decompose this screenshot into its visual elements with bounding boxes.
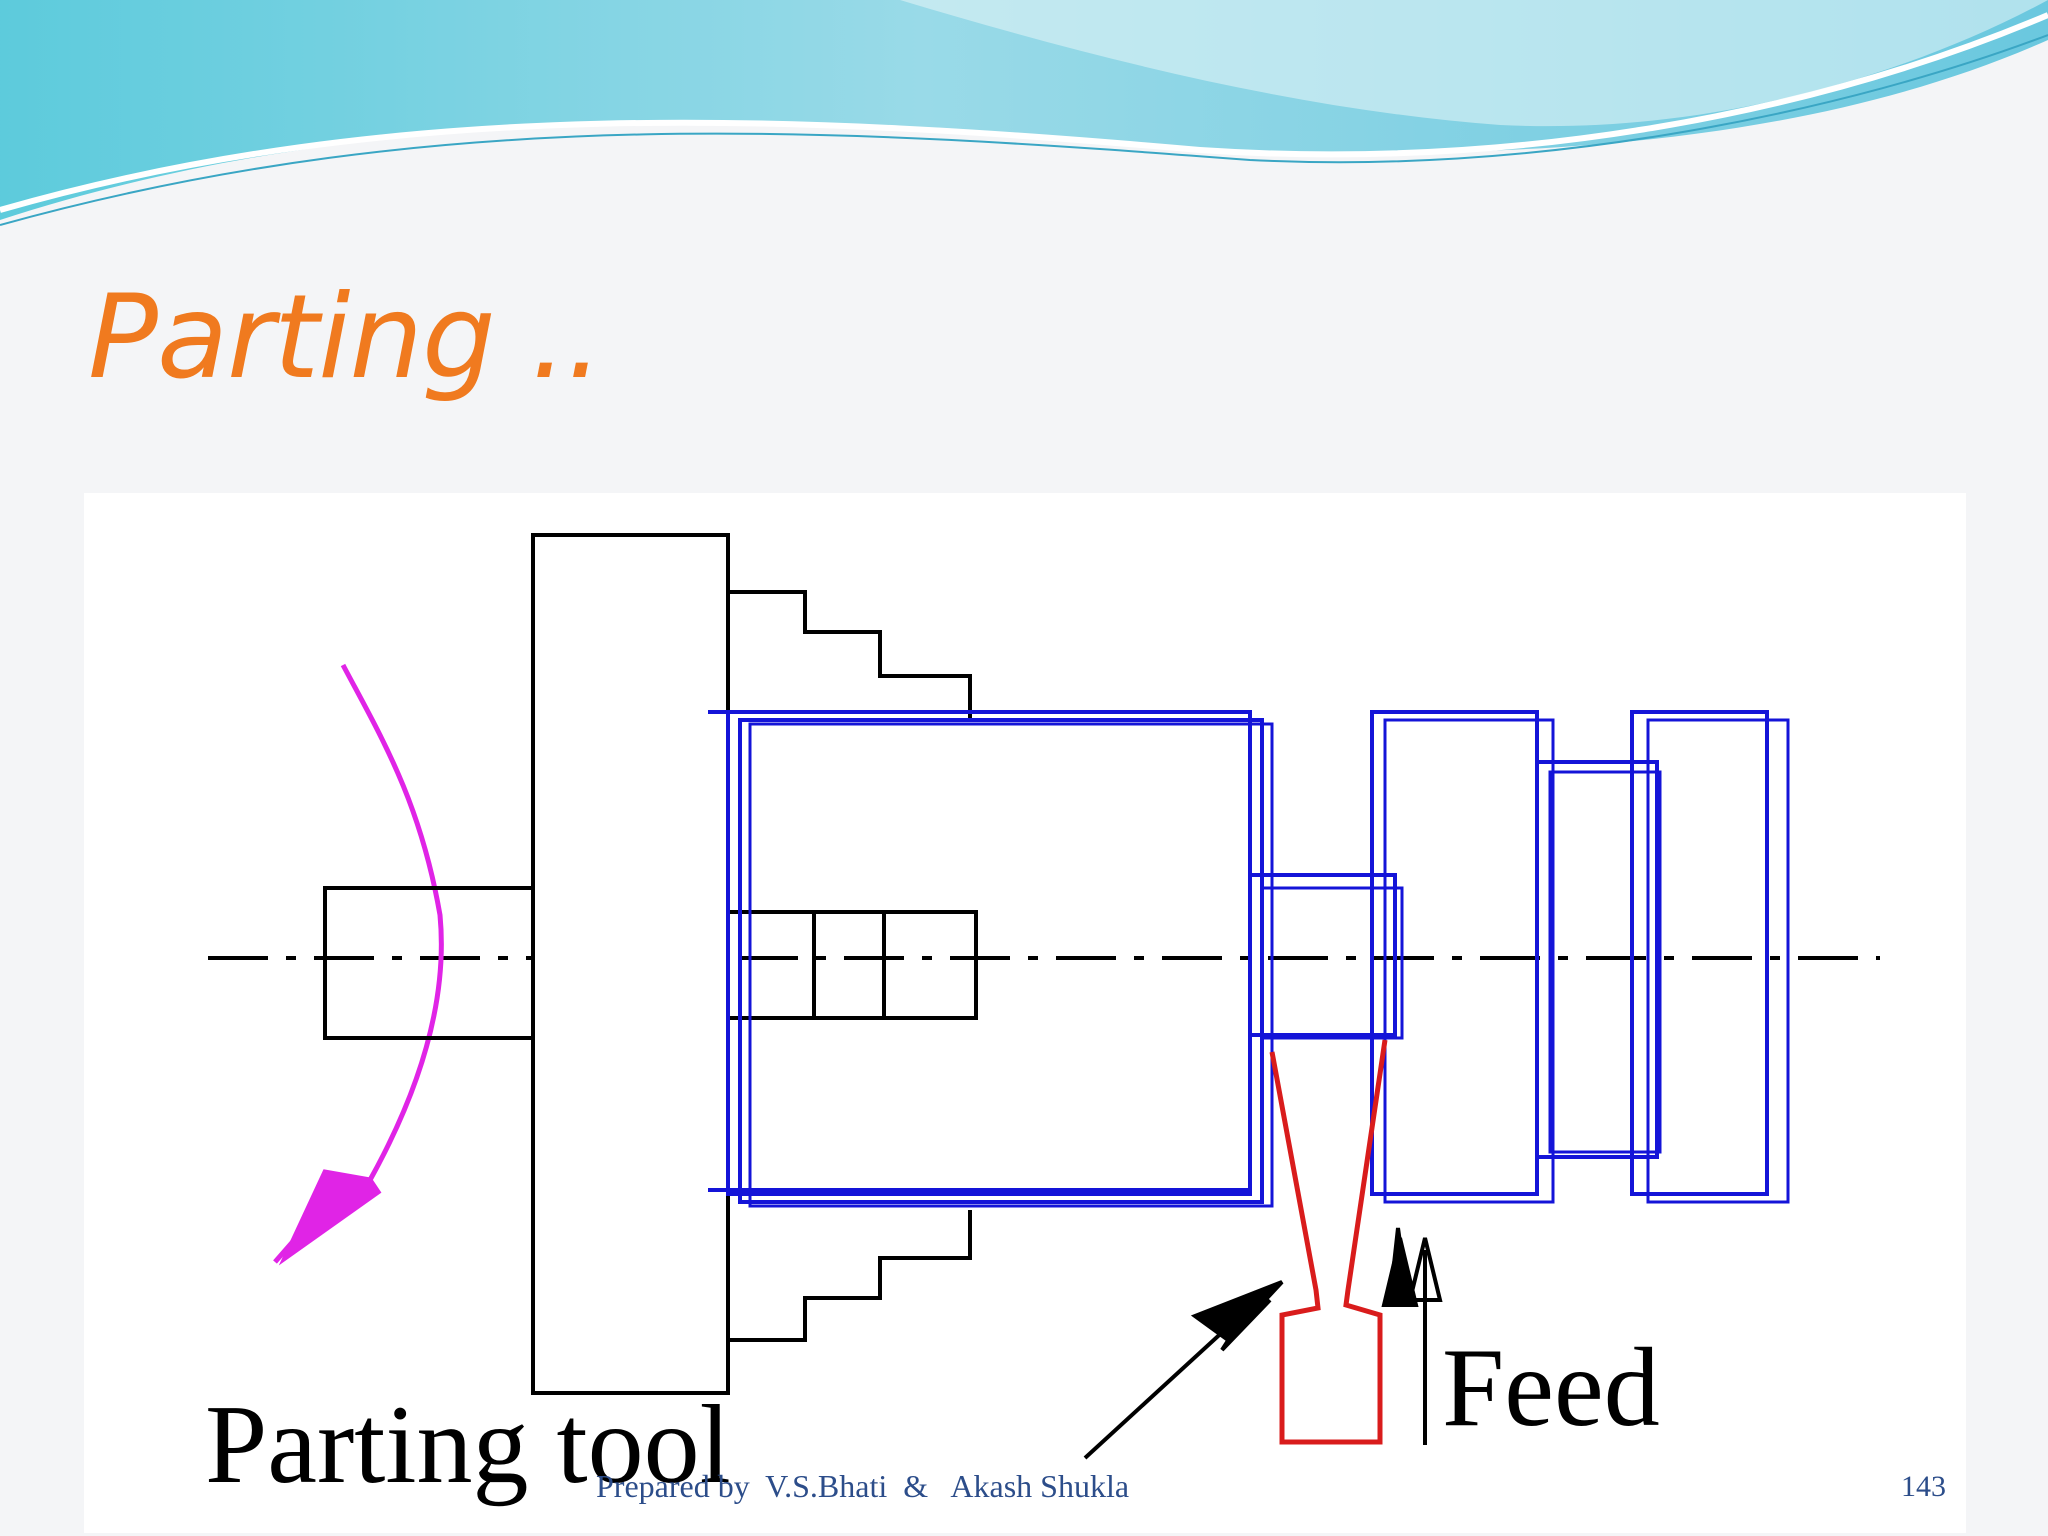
header-wave-decoration <box>0 0 2048 226</box>
chuck-body <box>531 533 730 1395</box>
lower-chuck-jaw <box>728 1210 972 1342</box>
parting-tool <box>1269 1039 1388 1445</box>
upper-chuck-jaw <box>728 590 972 720</box>
parting-tool-label: Parting tool <box>205 1383 731 1507</box>
center-block <box>726 910 978 1020</box>
page-number: 143 <box>1901 1470 1946 1503</box>
spindle-shaft <box>323 886 535 1040</box>
rotation-arrow <box>273 663 444 1266</box>
diagram-panel <box>84 493 1966 1533</box>
feed-label: Feed <box>1442 1326 1660 1450</box>
footer-credit: Prepared by V.S.Bhati & Akash Shukla <box>596 1468 1130 1504</box>
slide-title: Parting .. <box>88 270 603 405</box>
tool-pointer-arrow <box>1083 1280 1284 1460</box>
feed-arrow <box>1381 1227 1443 1445</box>
workpiece <box>708 710 1790 1208</box>
